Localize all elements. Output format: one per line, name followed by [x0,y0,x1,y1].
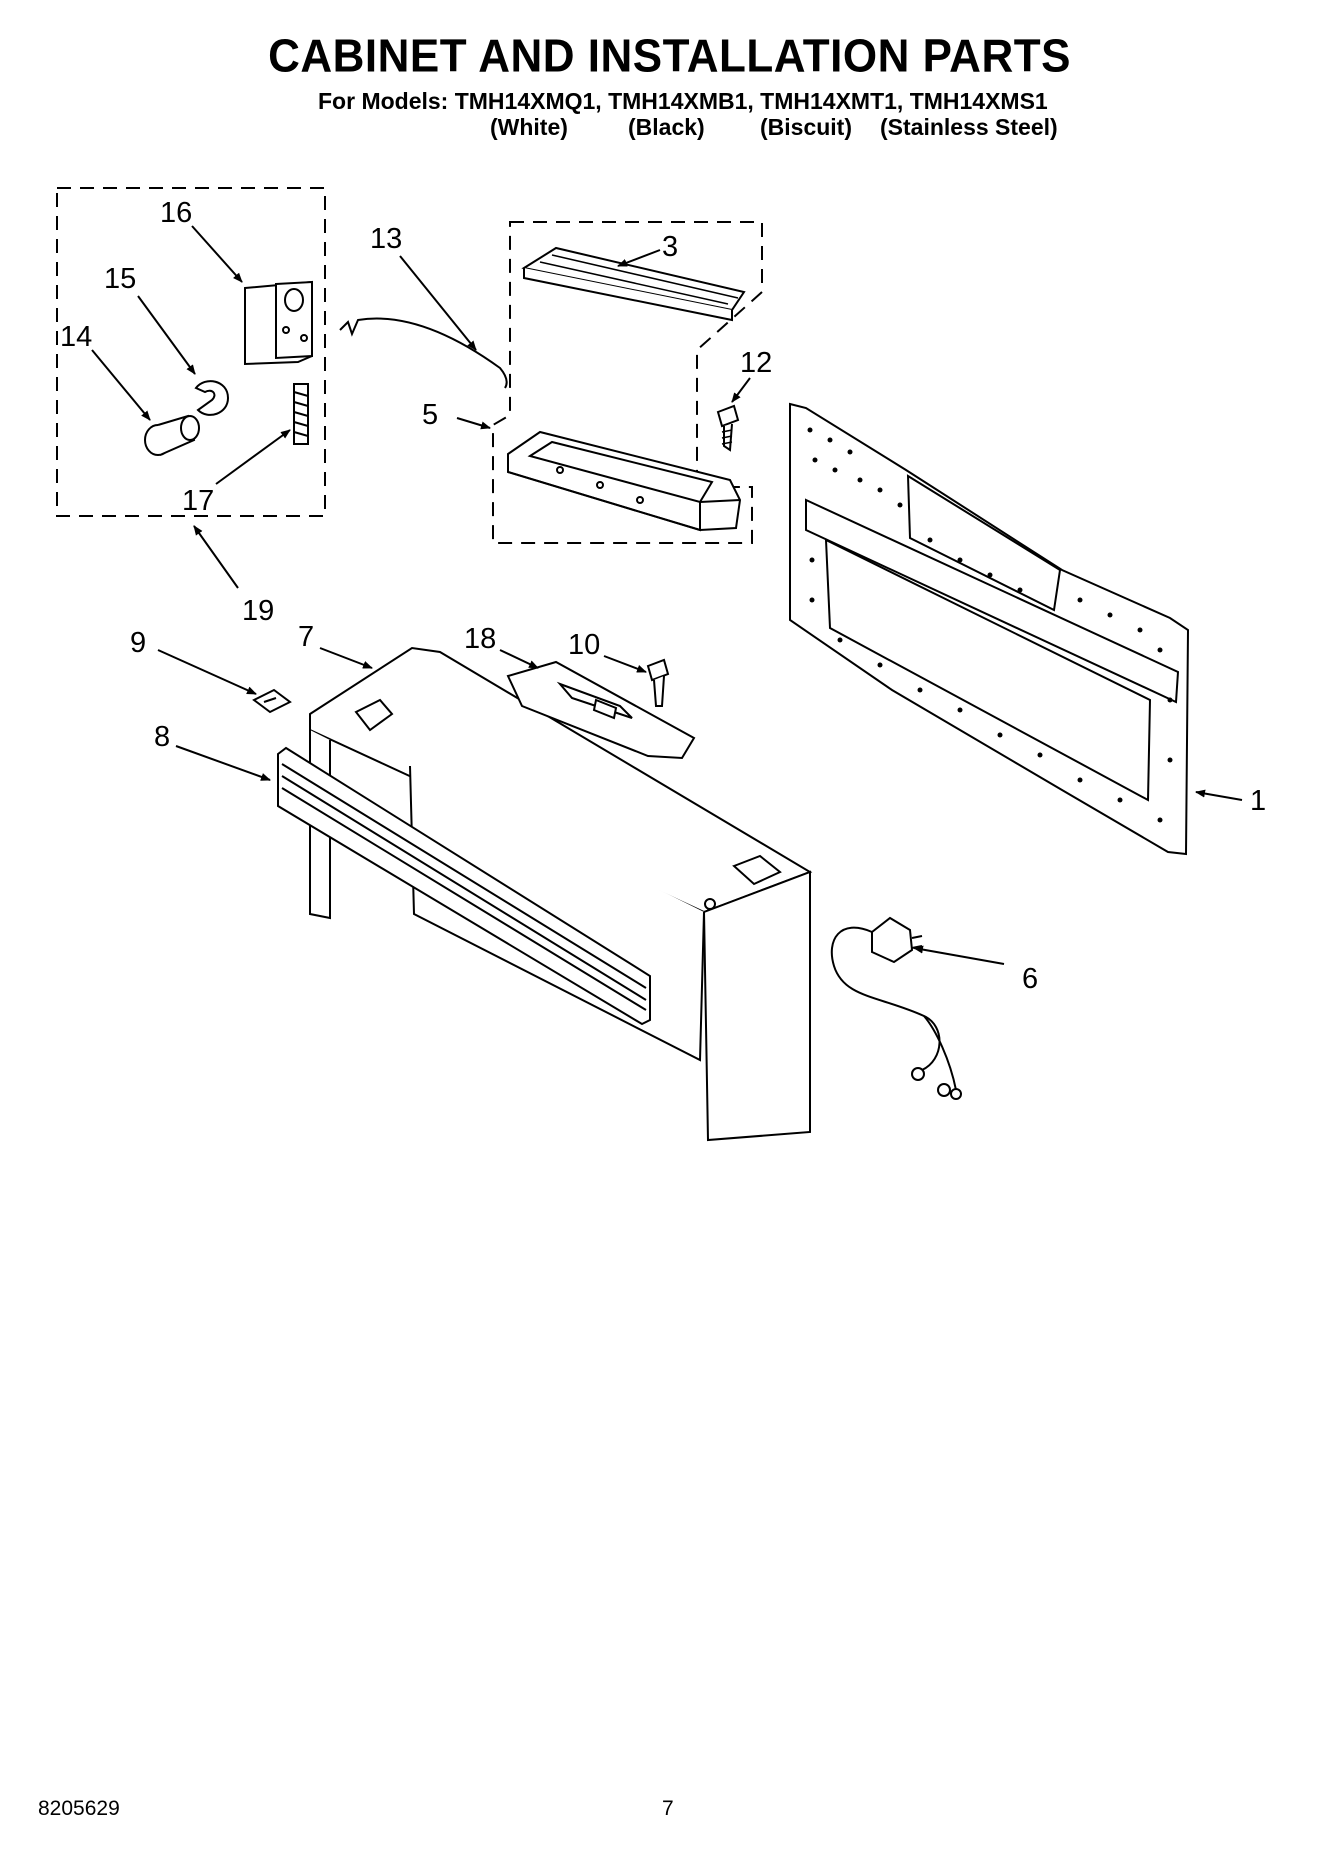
part-10-screw [646,658,670,707]
callout-16: 16 [160,197,192,229]
callout-6: 6 [1022,963,1038,995]
part-3-rail [521,246,746,322]
color-biscuit: (Biscuit) [760,114,852,140]
callout-3: 3 [662,231,678,263]
vent-kit-dashed-box [492,221,763,544]
part-16-hinge-bracket [244,280,313,366]
part-1-mounting-plate [789,402,1190,856]
leader-lines [91,225,1243,965]
callout-15: 15 [104,263,136,295]
part-12-screw [716,404,740,452]
part-8-grille [277,746,651,1026]
callout-12: 12 [740,347,772,379]
callout-numbers: 16 15 14 13 3 12 5 17 19 9 7 18 10 8 1 6 [60,197,1266,995]
part-17-spring [293,383,309,445]
color-stainless: (Stainless Steel) [880,114,1058,140]
part-6-power-cord [830,916,962,1100]
callout-9: 9 [130,627,146,659]
part-18-bracket [506,660,696,760]
part-14-knob [144,414,200,456]
part-5-damper-housing [507,430,742,532]
callout-14: 14 [60,321,92,353]
part-9-clip [252,688,292,714]
part-15-clip [194,380,230,416]
models-line: For Models: TMH14XMQ1, TMH14XMB1, TMH14X… [318,88,1048,114]
color-black: (Black) [628,114,705,140]
callout-18: 18 [464,623,496,655]
callout-17: 17 [182,485,214,517]
callout-7: 7 [298,621,314,653]
callout-8: 8 [154,721,170,753]
document-number: 8205629 [38,1797,120,1820]
part-13-wire [339,317,508,389]
color-white: (White) [490,114,568,140]
callout-13: 13 [370,223,402,255]
callout-5: 5 [422,399,438,431]
page-number: 7 [662,1797,674,1820]
callout-10: 10 [568,629,600,661]
callout-1: 1 [1250,785,1266,817]
callout-19: 19 [242,595,274,627]
page-title: CABINET AND INSTALLATION PARTS [268,30,1071,83]
